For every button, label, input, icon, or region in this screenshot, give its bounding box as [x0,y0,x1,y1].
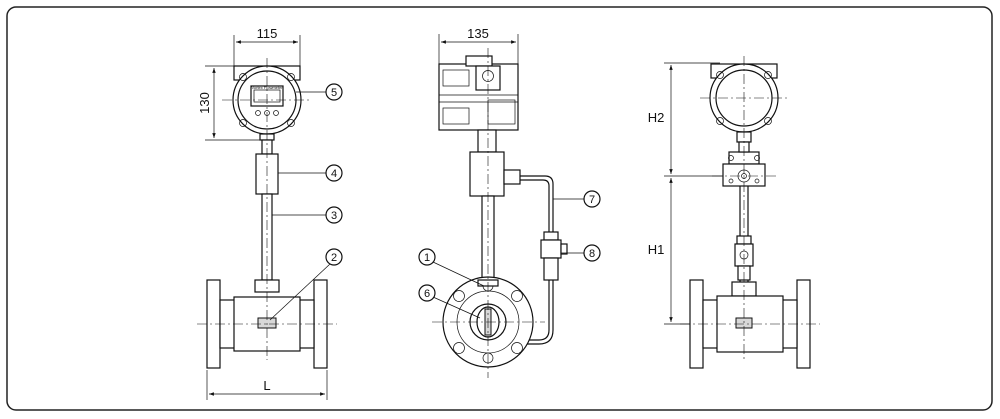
svg-text:2: 2 [331,252,337,264]
dimension-length-label: L [263,378,270,393]
svg-text:5: 5 [331,87,337,99]
rear-view: H2 H1 [648,56,820,369]
display-label: Vortex Flowmeter [251,85,283,90]
svg-text:4: 4 [331,168,337,180]
front-view: 115 130 Vortex Flowmeter [197,26,343,400]
dimension-length: L [206,370,328,400]
dimension-front-height: 130 [197,65,262,141]
side-view: 135 [418,26,601,378]
housing-side [438,55,519,153]
pressure-tube [503,169,568,345]
dimension-side-width-label: 135 [467,26,489,41]
callout-7: 7 [553,190,601,208]
dimension-front-height-label: 130 [197,92,212,114]
dimension-upper-height: H2 [648,62,740,177]
callout-1: 1 [418,248,485,287]
dimension-lower-height-label: H1 [648,242,665,257]
callout-2: 2 [269,248,343,321]
callout-5: 5 [296,83,343,101]
svg-text:7: 7 [589,194,595,206]
svg-text:3: 3 [331,210,337,222]
side-connector-sleeve [469,151,505,197]
svg-text:1: 1 [424,252,430,264]
svg-text:8: 8 [589,248,595,260]
callout-4: 4 [278,164,343,182]
dimension-upper-height-label: H2 [648,110,665,125]
callout-6: 6 [418,284,481,319]
dimension-front-width: 115 [233,26,301,68]
callout-3: 3 [272,206,343,224]
svg-text:6: 6 [424,288,430,300]
dimension-side-width: 135 [438,26,519,68]
drawing-frame [6,6,993,411]
callout-8: 8 [561,244,601,262]
dimension-front-width-label: 115 [257,26,278,41]
